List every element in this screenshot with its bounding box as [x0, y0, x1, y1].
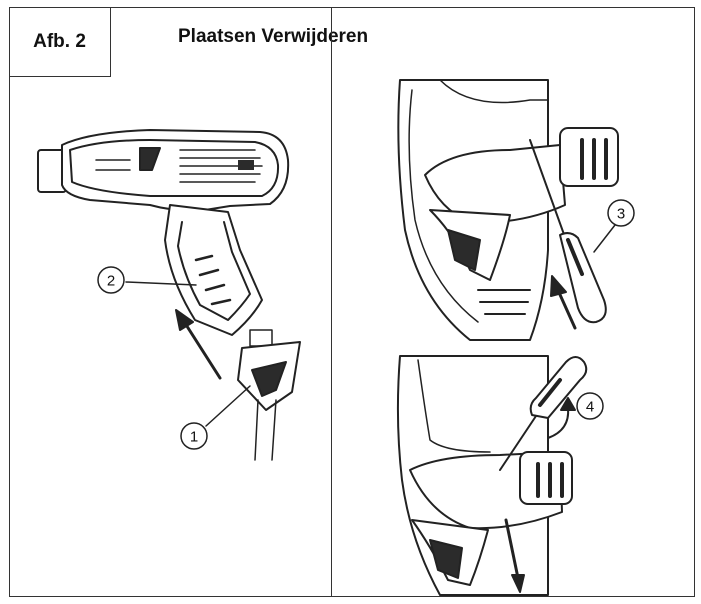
heat-gun-illustration [37, 129, 301, 461]
callout-3-label: 3 [617, 206, 625, 223]
callout-4-label: 4 [586, 399, 594, 416]
callout-1-label: 1 [190, 429, 198, 446]
panel-divider [331, 7, 332, 597]
figure-frame [9, 7, 695, 597]
figure-title: Plaatsen Verwijderen [178, 26, 369, 47]
callout-2-label: 2 [107, 273, 115, 290]
figure-label: Afb. 2 [9, 7, 111, 77]
bottom-right-illustration [396, 355, 604, 596]
top-right-illustration [397, 79, 635, 341]
